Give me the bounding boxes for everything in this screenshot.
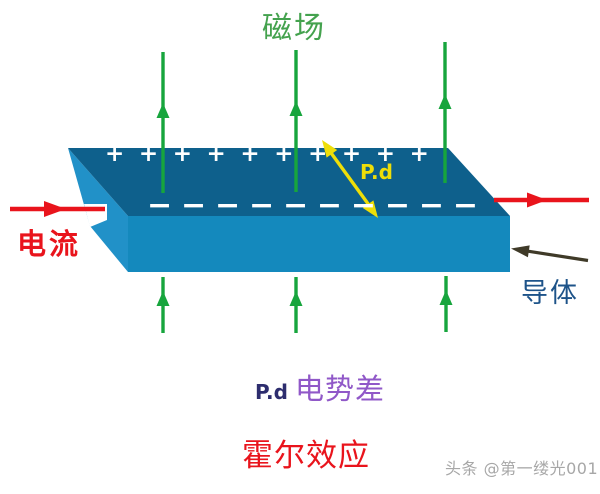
pd-slab-label: P.d bbox=[360, 160, 393, 184]
magnetic-field-arrow-bottom-2 bbox=[289, 277, 303, 333]
magnetic-field-arrow-top-3 bbox=[438, 42, 452, 183]
right-arrowhead-icon bbox=[527, 192, 547, 208]
up-arrowhead-icon bbox=[439, 290, 453, 305]
right-arrowhead-icon bbox=[44, 201, 66, 217]
hall-effect-label: 霍尔效应 bbox=[242, 438, 370, 473]
potential-difference-arrow bbox=[322, 140, 378, 218]
current-arrow-out bbox=[494, 192, 589, 208]
up-arrowhead-icon bbox=[438, 94, 452, 109]
slab-front-face bbox=[128, 216, 510, 272]
magnetic-field-label: 磁场 bbox=[262, 12, 326, 45]
potential-difference-label: 电势差 bbox=[295, 374, 386, 406]
watermark-text: 头条 @第一缕光001 bbox=[445, 459, 599, 478]
up-arrowhead-icon bbox=[289, 101, 303, 116]
magnetic-field-arrow-bottom-1 bbox=[156, 277, 170, 333]
conductor-pointer-arrow bbox=[511, 245, 589, 263]
conductor-label: 导体 bbox=[521, 278, 579, 308]
up-left-arrowhead-icon bbox=[322, 140, 338, 158]
down-right-arrowhead-icon bbox=[362, 200, 378, 218]
slab-top-face bbox=[68, 148, 510, 216]
magnetic-field-arrow-bottom-3 bbox=[439, 276, 453, 332]
magnetic-field-arrow-top-1 bbox=[156, 52, 170, 193]
magnetic-field-arrow-top-2 bbox=[289, 50, 303, 192]
up-arrowhead-icon bbox=[289, 291, 303, 306]
left-arrowhead-icon bbox=[511, 245, 530, 258]
up-arrowhead-icon bbox=[156, 291, 170, 306]
up-arrowhead-icon bbox=[156, 103, 170, 118]
current-label: 电流 bbox=[17, 229, 82, 261]
pd-caption-label: P.d bbox=[255, 380, 288, 404]
current-arrow-in bbox=[10, 201, 105, 217]
